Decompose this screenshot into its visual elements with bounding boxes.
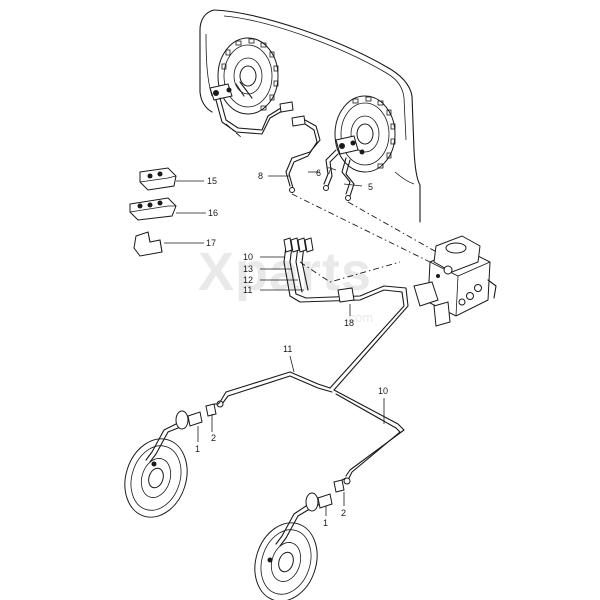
clip-17	[133, 231, 163, 257]
callout-12: 12	[243, 275, 253, 285]
callout-1-right: 1	[323, 518, 328, 528]
clip-15	[139, 167, 177, 191]
callout-8: 8	[258, 171, 263, 181]
routing-centerlines	[225, 123, 441, 283]
callout-5: 5	[368, 182, 373, 192]
callout-17: 17	[206, 238, 216, 248]
left-wheel-assembly	[124, 401, 221, 518]
upper-brake-lines	[215, 97, 355, 201]
callout-13: 13	[243, 264, 253, 274]
callout-11-mid: 11	[283, 344, 292, 354]
callout-7: 7	[327, 166, 332, 176]
clip-16	[129, 197, 177, 221]
brake-booster-right	[334, 95, 396, 173]
bundled-lines-10-13	[283, 237, 314, 297]
leader-lines	[164, 167, 385, 516]
main-pipe-run	[289, 285, 409, 391]
callout-18: 18	[344, 318, 354, 328]
brake-booster-left	[209, 37, 279, 115]
callout-11-top: 11	[243, 285, 252, 295]
callout-6: 6	[316, 168, 321, 178]
callout-1-left: 1	[195, 444, 200, 454]
callout-16: 16	[208, 208, 218, 218]
callout-10-mid: 10	[378, 386, 388, 396]
brake-line-11	[216, 371, 333, 408]
callout-2-left: 2	[211, 433, 216, 443]
abs-hydraulic-unit	[413, 235, 497, 327]
watermark-domain: .com	[345, 310, 373, 325]
callout-15: 15	[207, 176, 217, 186]
callout-10-top: 10	[243, 252, 253, 262]
callout-2-right: 2	[341, 508, 346, 518]
brake-line-10	[333, 389, 405, 485]
callout-labels: 1 2 1 2 5 6 7 8 10 13 12 11 18 11 10 15 …	[195, 166, 388, 528]
right-wheel-assembly	[254, 477, 347, 600]
